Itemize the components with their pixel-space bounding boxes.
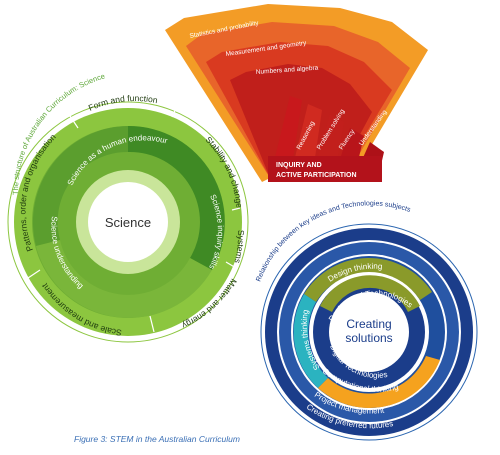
technologies-wheel: Creating solutions Relationship between …: [255, 200, 478, 441]
maths-fan: INQUIRY AND ACTIVE PARTICIPATION Statist…: [165, 4, 428, 182]
science-concept-dividers: [27, 103, 241, 333]
tech-design-thinking-arc: [304, 257, 432, 302]
science-center-label: Science: [105, 215, 151, 230]
maths-banner: [268, 156, 382, 182]
science-strand-segment-mid: [32, 126, 129, 246]
tech-center-line2: solutions: [345, 331, 392, 345]
tech-systems-thinking-arc: [293, 294, 328, 388]
science-wheel: Science The structure of Australian Curr…: [7, 71, 249, 343]
maths-content-numbers: Numbers and algebra: [256, 65, 319, 76]
tech-outer-outline: [260, 223, 478, 441]
tech-center-circle: [329, 292, 409, 372]
figure-caption: Figure 3: STEM in the Australian Curricu…: [74, 434, 240, 444]
science-strand-segment-light: [36, 240, 212, 318]
tech-center-line1: Creating: [346, 317, 391, 331]
tech-computational-thinking-arc: [318, 356, 440, 408]
maths-banner-line2: ACTIVE PARTICIPATION: [276, 172, 357, 179]
science-center-circle: [88, 182, 168, 262]
science-outer-outline: [7, 101, 249, 343]
maths-banner-line1: INQUIRY AND: [276, 162, 322, 169]
tech-design-technologies-band: [320, 275, 420, 312]
science-strand-segment-dark: [128, 125, 225, 270]
